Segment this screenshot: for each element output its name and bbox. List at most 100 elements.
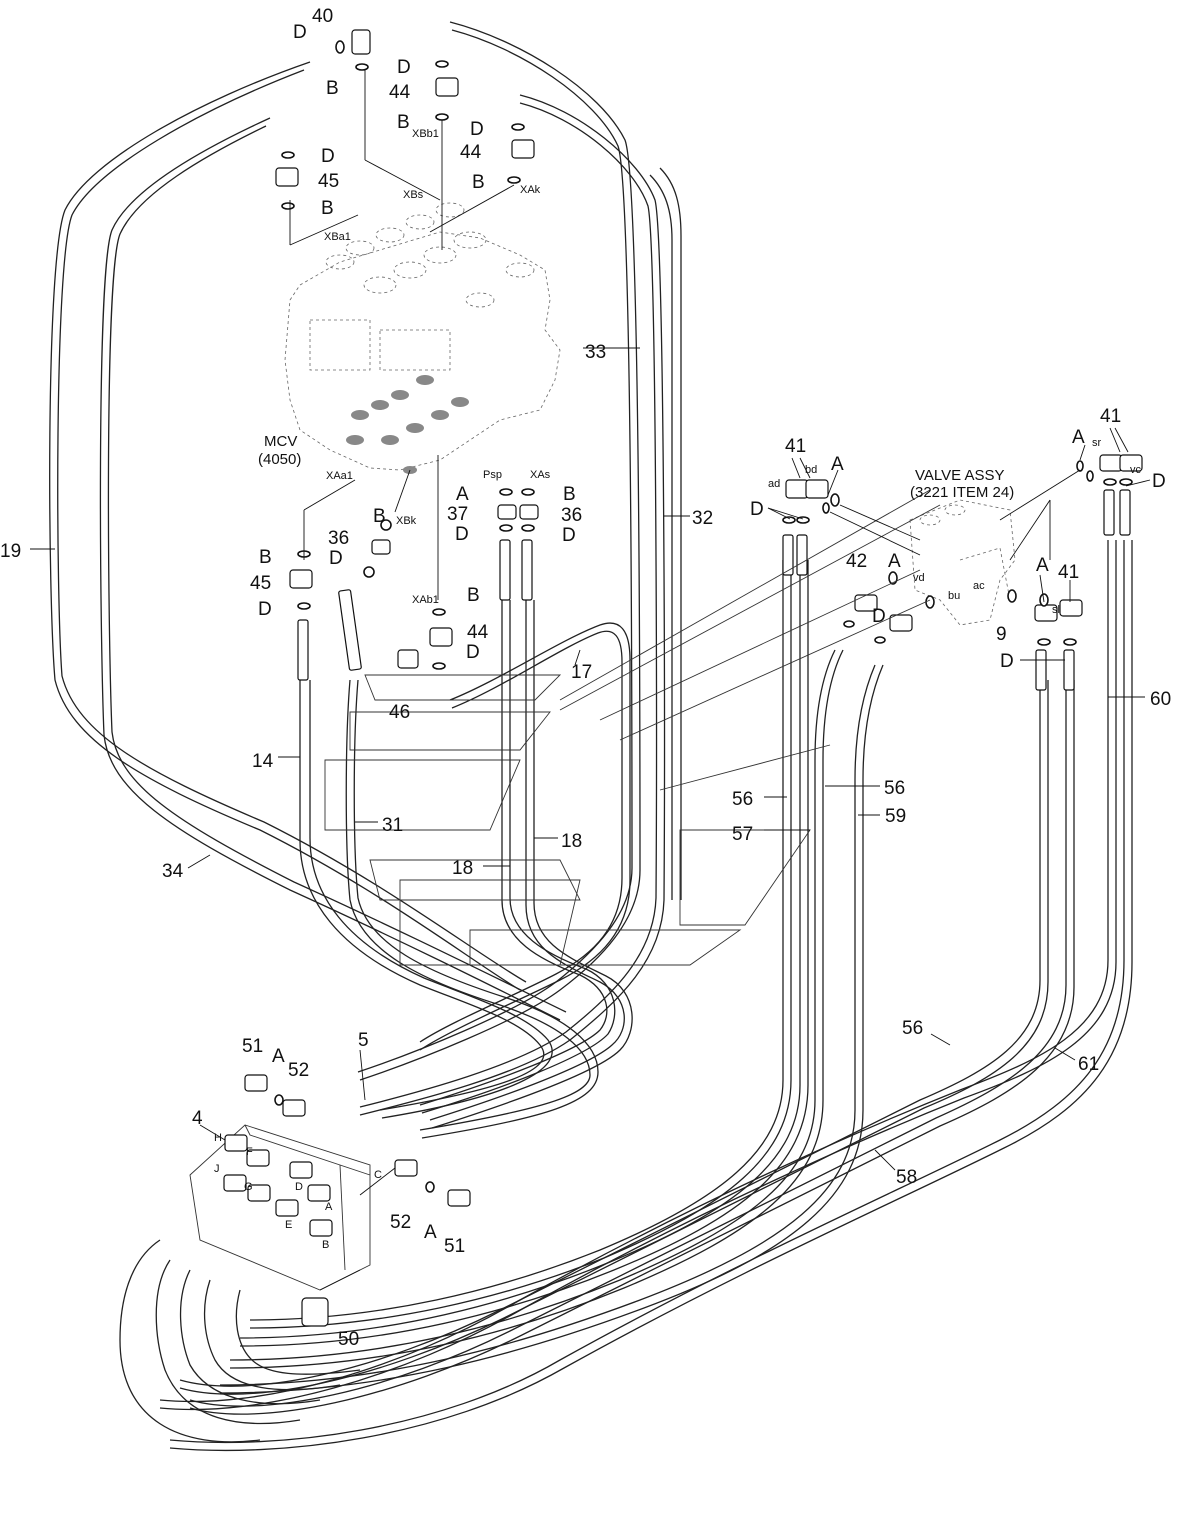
coupling-block xyxy=(189,1124,371,1327)
hose-58-c xyxy=(189,680,1067,1407)
port-g: G xyxy=(244,1181,253,1193)
label-b: B xyxy=(321,198,334,219)
label-57: 57 xyxy=(732,824,753,845)
label-d: D xyxy=(1152,471,1166,492)
label-b: B xyxy=(373,506,386,527)
label-51: 51 xyxy=(444,1236,465,1257)
port-xba1: XBa1 xyxy=(324,231,351,243)
label-36: 36 xyxy=(561,505,582,526)
port-bd: bd xyxy=(805,464,817,476)
hose-18c xyxy=(429,600,625,1121)
label-14: 14 xyxy=(252,751,274,772)
port-f: F xyxy=(246,1146,253,1158)
label-36: 36 xyxy=(328,528,349,549)
label-a: A xyxy=(272,1046,285,1067)
hoses xyxy=(49,21,1133,1452)
hose-61-b xyxy=(169,540,1133,1452)
label-b: B xyxy=(259,547,272,568)
hose-18b xyxy=(421,600,616,1114)
hose-19-inner xyxy=(57,69,527,983)
hose-56-c xyxy=(229,649,836,1361)
label-d: D xyxy=(562,525,576,546)
hose-32b xyxy=(649,174,673,900)
hose-32-inner xyxy=(359,102,658,1108)
label-a: A xyxy=(424,1222,437,1243)
label-d: D xyxy=(329,548,343,569)
label-d: D xyxy=(293,22,307,43)
label-b: B xyxy=(472,172,485,193)
label-41: 41 xyxy=(1058,562,1079,583)
mcv-title: MCV xyxy=(264,433,297,450)
port-c: C xyxy=(374,1169,382,1181)
label-44: 44 xyxy=(389,82,411,103)
label-d: D xyxy=(750,499,764,520)
label-31: 31 xyxy=(382,815,403,836)
label-d: D xyxy=(321,146,335,167)
label-52: 52 xyxy=(390,1212,411,1233)
label-50: 50 xyxy=(338,1329,359,1350)
label-33: 33 xyxy=(585,342,606,363)
label-61: 61 xyxy=(1078,1054,1099,1075)
hose-59-a xyxy=(219,664,876,1386)
label-d: D xyxy=(872,606,886,627)
hose-58-d xyxy=(189,680,1075,1415)
label-a: A xyxy=(1036,555,1049,576)
label-d: D xyxy=(470,119,484,140)
hose-14 xyxy=(299,680,545,1111)
label-32: 32 xyxy=(692,508,713,529)
port-b: B xyxy=(322,1239,329,1251)
label-d: D xyxy=(258,599,272,620)
hose-bundle-2 xyxy=(155,1259,301,1425)
hose-32-outer xyxy=(359,94,666,1116)
hose-14b xyxy=(309,680,553,1119)
port-xab1: XAb1 xyxy=(412,594,439,606)
port-xbs: XBs xyxy=(403,189,424,201)
label-56: 56 xyxy=(902,1018,923,1039)
o-rings xyxy=(274,40,1133,1193)
port-ad: ad xyxy=(768,478,780,490)
label-18: 18 xyxy=(561,831,582,852)
hose-bundle-1 xyxy=(119,1239,261,1443)
hose-17 xyxy=(419,622,631,1051)
hose-17b xyxy=(419,630,623,1043)
label-37: 37 xyxy=(447,504,468,525)
label-41: 41 xyxy=(785,436,806,457)
label-d: D xyxy=(466,642,480,663)
label-60: 60 xyxy=(1150,689,1171,710)
hose-bundle-4 xyxy=(203,1279,341,1391)
label-4: 4 xyxy=(192,1108,203,1129)
label-d: D xyxy=(455,524,469,545)
port-a: A xyxy=(325,1201,333,1213)
label-44: 44 xyxy=(467,622,489,643)
label-45: 45 xyxy=(250,573,271,594)
valve-title: VALVE ASSY xyxy=(915,467,1005,484)
label-b: B xyxy=(326,78,339,99)
label-18: 18 xyxy=(452,858,473,879)
label-34: 34 xyxy=(162,861,184,882)
hose-31 xyxy=(345,679,591,1131)
hose-18a xyxy=(419,600,608,1106)
port-bu: bu xyxy=(948,590,960,602)
fittings xyxy=(244,29,1143,1207)
port-xak: XAk xyxy=(520,184,541,196)
label-d: D xyxy=(1000,651,1014,672)
label-59: 59 xyxy=(885,806,906,827)
hose-60-a xyxy=(159,540,1109,1403)
hose-58-a xyxy=(179,680,1041,1387)
label-56: 56 xyxy=(732,789,753,810)
port-psp: Psp xyxy=(483,469,502,481)
label-a: A xyxy=(888,551,901,572)
hose-57-b xyxy=(239,560,809,1347)
hose-56-d xyxy=(229,649,844,1369)
port-xas: XAs xyxy=(530,469,551,481)
port-sl: sl xyxy=(1052,604,1060,616)
port-vc: vc xyxy=(1130,464,1142,476)
hose-34-inner xyxy=(107,125,567,1013)
valve-assy-block xyxy=(909,499,1016,626)
label-9: 9 xyxy=(996,624,1007,645)
label-56: 56 xyxy=(884,778,905,799)
hose-60-b xyxy=(159,540,1117,1411)
port-e: E xyxy=(285,1219,292,1231)
